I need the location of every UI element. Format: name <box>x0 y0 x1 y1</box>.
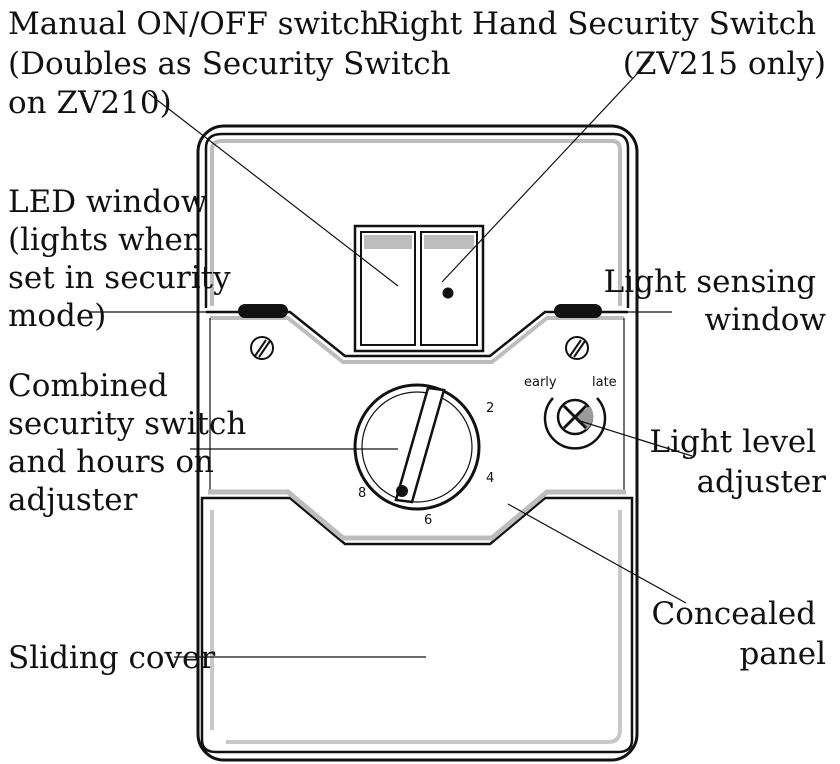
label-light-level: Light level adjuster <box>649 424 826 500</box>
switch-dot-icon <box>442 287 454 299</box>
label-manual-switch: Manual ON/OFF switch (Doubles as Securit… <box>8 6 461 121</box>
dial-mark-2: 2 <box>486 401 494 416</box>
sliding-cover-top-shadow <box>208 489 626 541</box>
light-sensing-window <box>554 304 602 318</box>
dial-mark-6: 6 <box>424 513 432 528</box>
screw-icon <box>250 336 274 360</box>
sliding-cover[interactable] <box>200 496 634 754</box>
label-sliding-cover: Sliding cover <box>8 640 215 676</box>
dial-knob[interactable] <box>394 386 446 504</box>
dial-mark-8: 8 <box>358 486 366 501</box>
sliding-cover-highlight <box>210 510 622 744</box>
label-light-sensing: Light sensing window <box>604 264 827 338</box>
dial-pointer-icon <box>396 485 408 497</box>
leader-right-switch <box>441 59 651 283</box>
right-switch-shade <box>424 235 474 249</box>
leader-light-level <box>579 420 693 457</box>
hours-dial[interactable] <box>353 383 481 511</box>
leader-manual-switch <box>147 92 399 287</box>
top-panel <box>204 132 630 308</box>
light-level-adjuster[interactable] <box>543 397 607 450</box>
label-led-window: LED window (lights when set in security … <box>8 184 240 334</box>
leader-concealed-panel <box>507 503 687 604</box>
label-concealed-panel: Concealed panel <box>651 596 826 672</box>
adjuster-early-label: early <box>524 375 557 390</box>
label-combined-switch: Combined security switch and hours on ad… <box>8 368 256 518</box>
manual-switch-shade <box>364 235 412 249</box>
manual-onoff-switch[interactable] <box>360 231 416 346</box>
dial-mark-4: 4 <box>486 471 494 486</box>
adjuster-late-label: late <box>592 375 617 390</box>
top-panel-highlight <box>210 139 622 306</box>
screw-icon <box>565 336 589 360</box>
led-window <box>238 304 288 318</box>
label-right-switch: Right Hand Security Switch (ZV215 only) <box>377 6 826 82</box>
